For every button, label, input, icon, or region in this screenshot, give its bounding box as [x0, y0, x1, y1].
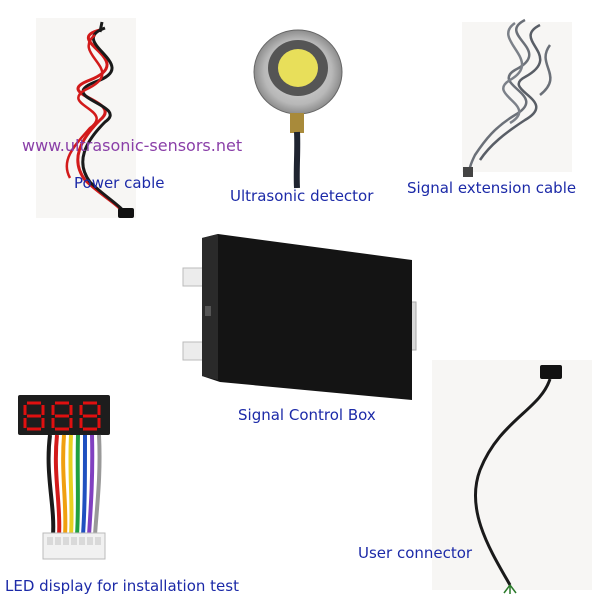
watermark-text: www.ultrasonic-sensors.net: [22, 136, 243, 155]
signal-control-box-image: [180, 230, 425, 400]
led-display-image: [15, 385, 115, 575]
user-connector-label: User connector: [358, 544, 473, 562]
ultrasonic-detector-image: [240, 20, 360, 190]
user-connector-image: [440, 360, 590, 595]
power-cable-image: [30, 10, 150, 225]
signal-control-box-label: Signal Control Box: [238, 406, 376, 424]
signal-extension-cable-label: Signal extension cable: [407, 179, 577, 197]
ultrasonic-detector-label: Ultrasonic detector: [230, 187, 374, 205]
led-display-label: LED display for installation test: [5, 577, 239, 595]
user-connector-backdrop: [432, 360, 592, 590]
power-cable-backdrop: [36, 18, 136, 218]
signal-extension-cable-image: [455, 15, 580, 180]
power-cable-label: Power cable: [74, 174, 165, 192]
